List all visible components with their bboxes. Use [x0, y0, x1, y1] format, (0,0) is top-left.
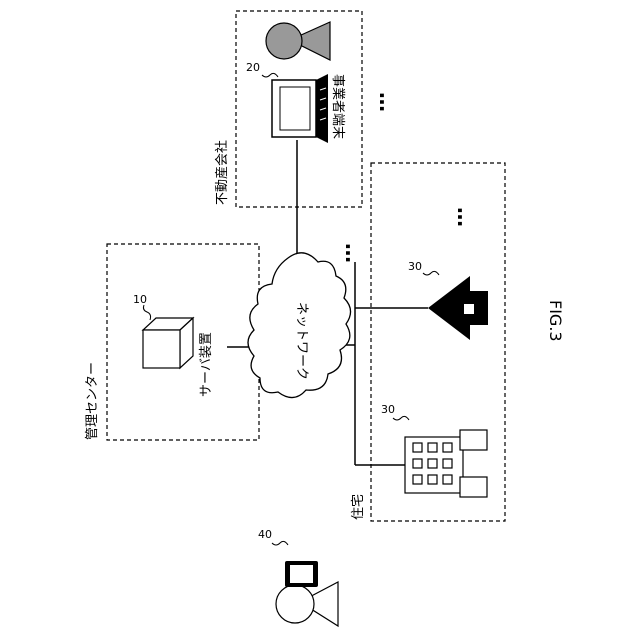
- management-center-label: 管理センター: [85, 362, 100, 440]
- operator-person-icon: [266, 22, 330, 60]
- server-ref: 10: [133, 293, 147, 306]
- mobile-user-person-icon: [276, 582, 338, 626]
- house-icon: [428, 276, 488, 340]
- real-estate-company-label: 不動産会社: [214, 140, 230, 205]
- mobile-ref: 40: [258, 528, 272, 541]
- apartment-ref: 30: [381, 403, 395, 416]
- terminal-ellipsis: …: [375, 92, 399, 115]
- mobile-ref-leader: [272, 541, 288, 545]
- apartment-building-icon: [405, 430, 487, 497]
- smartphone-icon: [285, 561, 318, 587]
- figure-label: FIG.3: [546, 300, 565, 342]
- residence-ellipsis: …: [453, 207, 477, 230]
- house-ref: 30: [408, 260, 422, 273]
- apartment-ref-leader: [393, 416, 409, 420]
- residence-label: 住宅: [351, 494, 366, 520]
- business-terminal-icon: [272, 74, 328, 143]
- business-terminal-label: 事業者端末: [330, 74, 346, 139]
- terminal-ref-leader: [262, 73, 278, 77]
- network-label: ネットワーク: [294, 302, 309, 380]
- house-ref-leader: [423, 271, 439, 275]
- bus-ellipsis: …: [341, 243, 365, 266]
- server-icon: [143, 318, 193, 368]
- server-ref-leader: [143, 305, 150, 320]
- terminal-ref: 20: [246, 61, 260, 74]
- server-label: サーバ装置: [199, 332, 214, 397]
